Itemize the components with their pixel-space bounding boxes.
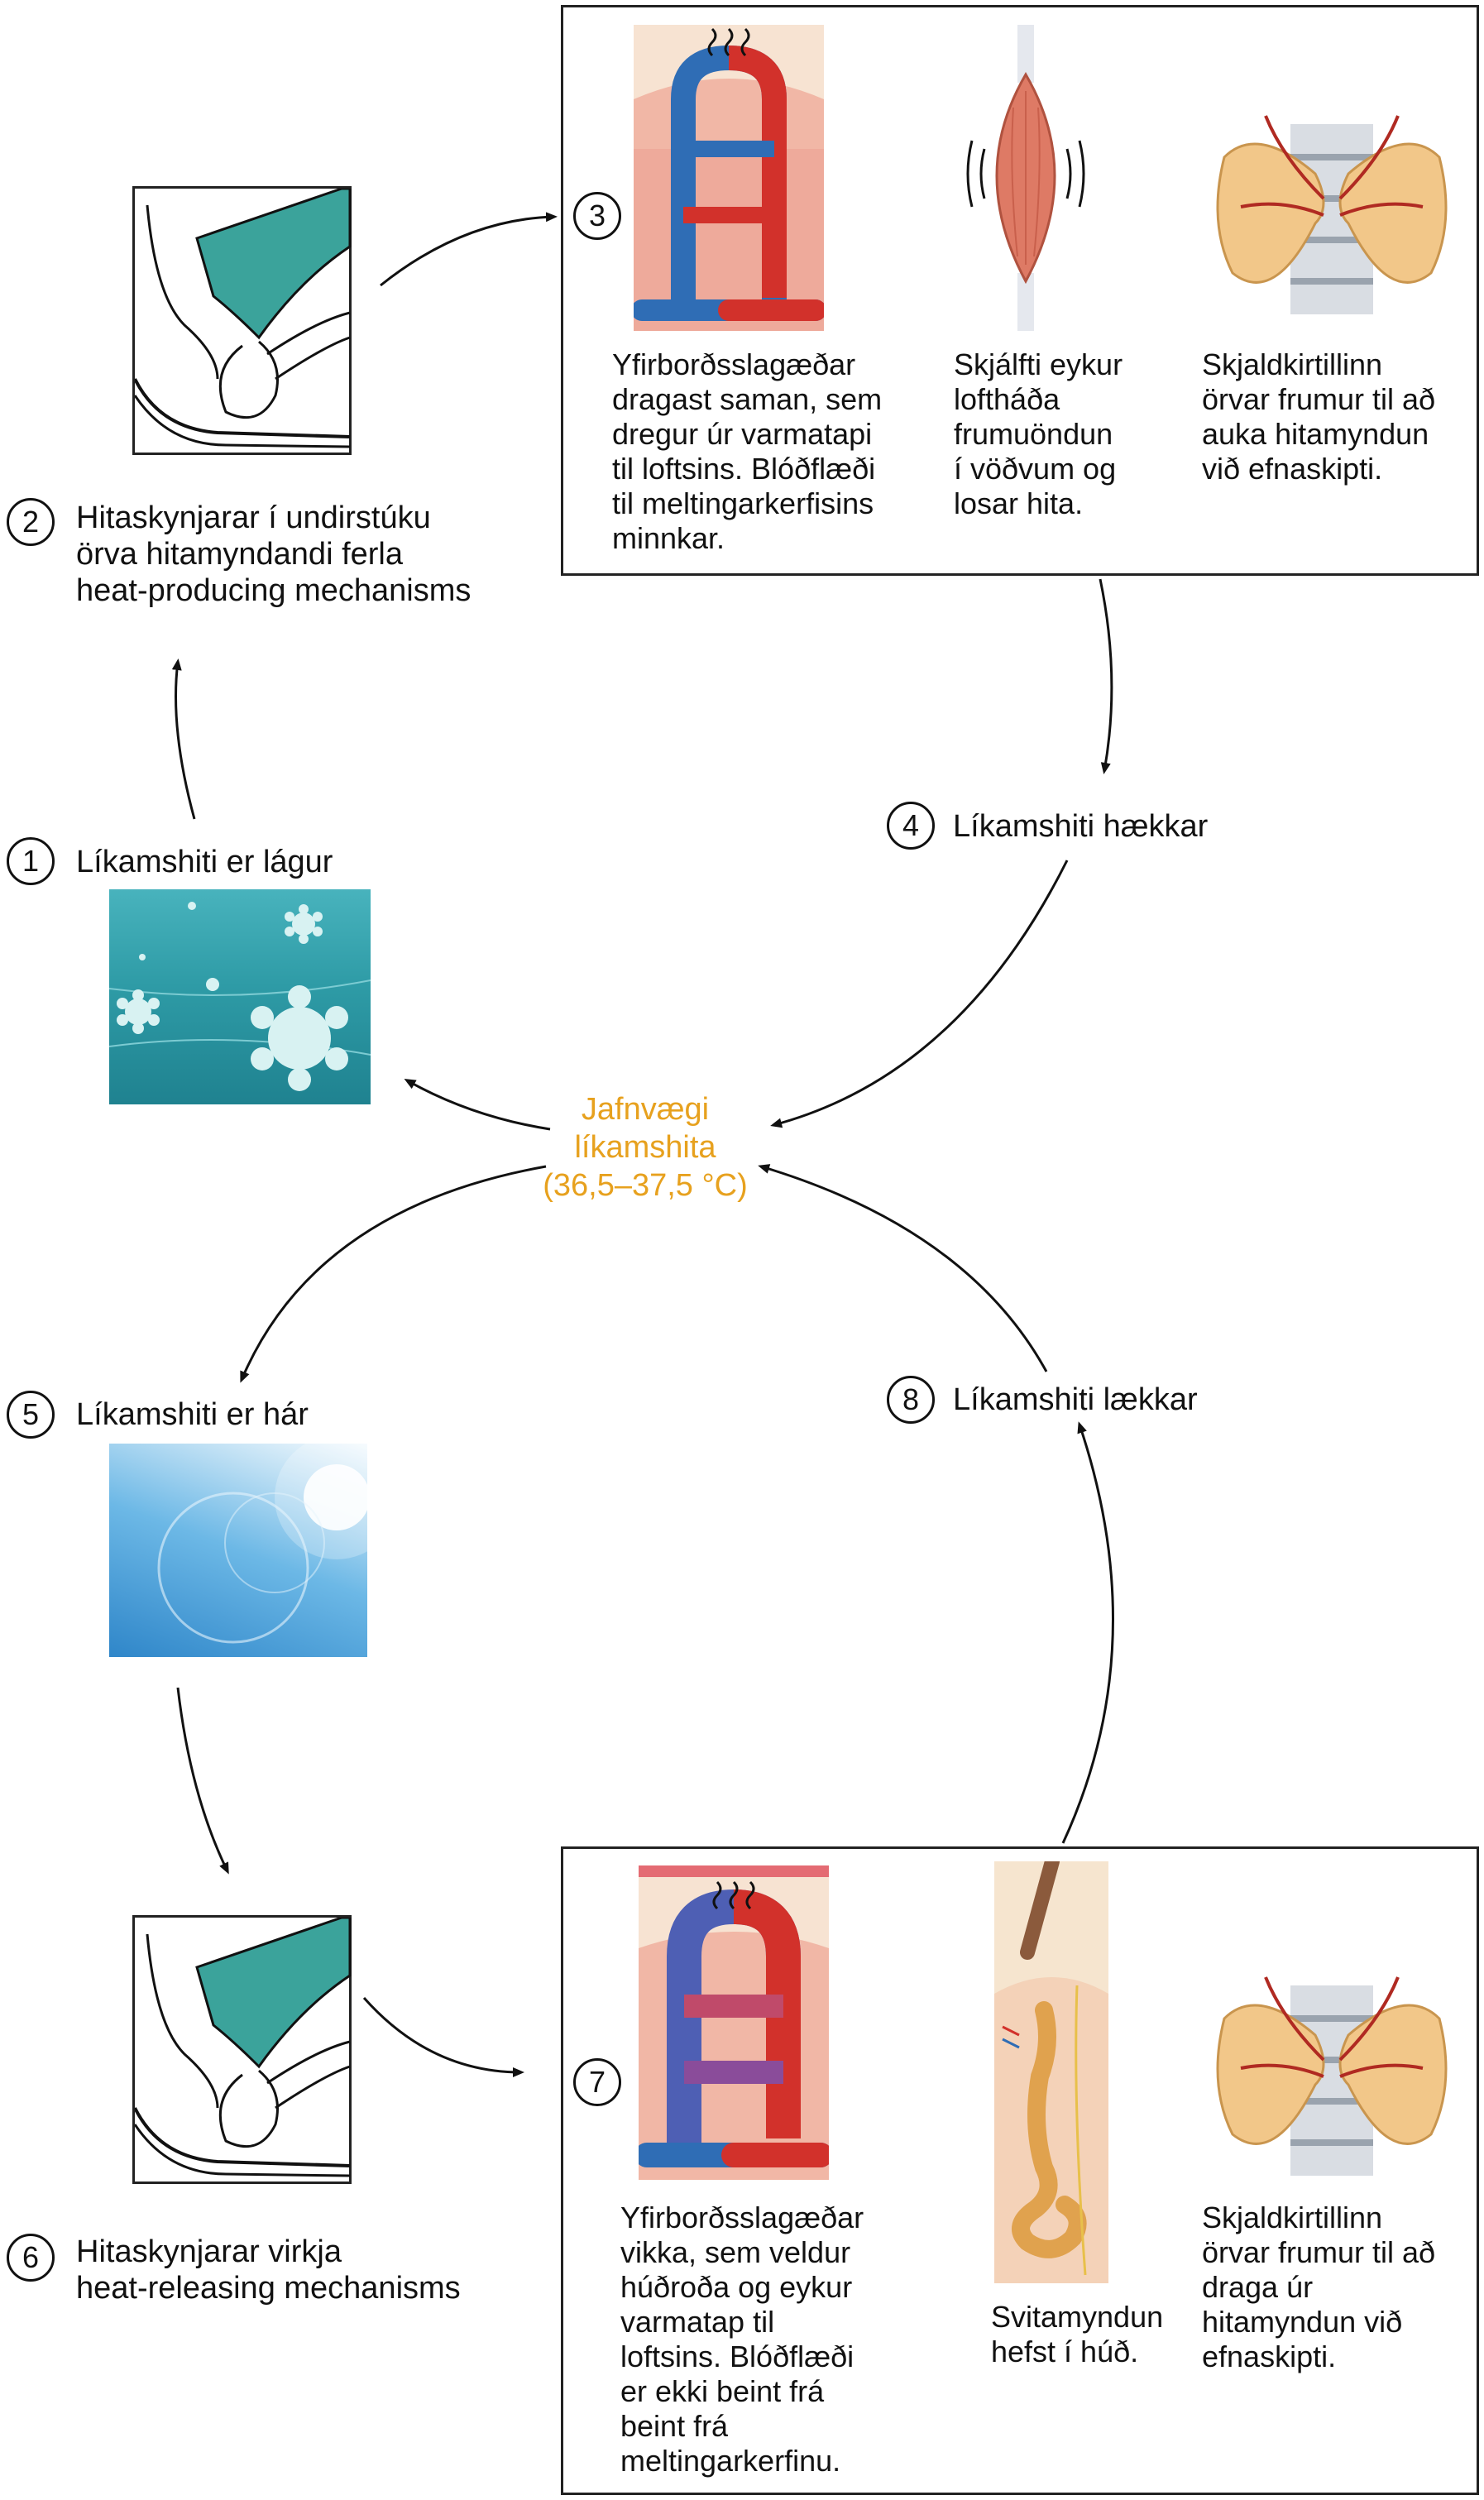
step-2-line3: heat-producing mechanisms bbox=[76, 573, 472, 608]
thyroid-icon-bottom bbox=[1208, 1969, 1456, 2184]
text-line: varmatap til bbox=[620, 2305, 775, 2339]
step-2-number: 2 bbox=[7, 498, 55, 546]
step-6-line2: heat-releasing mechanisms bbox=[76, 2271, 461, 2306]
step-4-label: Líkamshiti hækkar bbox=[953, 809, 1209, 844]
step-5-number: 5 bbox=[7, 1391, 55, 1439]
step-1-label: Líkamshiti er lágur bbox=[76, 845, 333, 879]
text-line: hefst í húð. bbox=[991, 2335, 1139, 2368]
step-3-col1-text: Yfirborðsslagæðar dragast saman, sem dre… bbox=[612, 347, 882, 556]
step-7-col2-text: Svitamyndun hefst í húð. bbox=[991, 2300, 1163, 2369]
step-2-line1: Hitaskynjarar í undirstúku bbox=[76, 500, 431, 535]
arrow-7-to-8 bbox=[1061, 1421, 1114, 1844]
text-line: örvar frumur til að bbox=[1202, 2235, 1436, 2269]
text-line: húðroða og eykur bbox=[620, 2270, 853, 2304]
sweat-gland-icon bbox=[994, 1861, 1108, 2283]
text-line: er ekki beint frá bbox=[620, 2374, 825, 2408]
text-line: efnaskipti. bbox=[1202, 2340, 1337, 2373]
homeostasis-center: Jafnvægi líkamshita (36,5–37,5 °C) bbox=[538, 1090, 753, 1205]
arrow-center-to-1 bbox=[404, 1079, 551, 1131]
arrow-center-to-5 bbox=[240, 1165, 547, 1383]
step-6-line1: Hitaskynjarar virkja bbox=[76, 2234, 342, 2269]
step-2-line2: örva hitamyndandi ferla bbox=[76, 537, 403, 572]
step-6-number: 6 bbox=[7, 2234, 55, 2282]
text-line: við efnaskipti. bbox=[1202, 452, 1383, 486]
text-line: minnkar. bbox=[612, 521, 725, 555]
text-line: loftsins. Blóðflæði bbox=[620, 2340, 854, 2373]
step-4-number: 4 bbox=[887, 802, 935, 850]
step-3-number: 3 bbox=[573, 192, 621, 240]
step-3-col3-text: Skjaldkirtillinn örvar frumur til að auk… bbox=[1202, 347, 1435, 486]
step-7-number: 7 bbox=[573, 2058, 621, 2106]
step-2-label: Hitaskynjarar í undirstúku örva hitamynd… bbox=[76, 500, 471, 609]
step-1-number: 1 bbox=[7, 837, 55, 885]
text-line: draga úr bbox=[1202, 2270, 1314, 2304]
text-line: meltingarkerfinu. bbox=[620, 2444, 841, 2478]
hypothalamus-icon-bottom bbox=[132, 1915, 352, 2184]
text-line: til meltingarkerfisins bbox=[612, 486, 874, 520]
text-line: til loftsins. Blóðflæði bbox=[612, 452, 876, 486]
shivering-muscle-icon bbox=[960, 25, 1092, 331]
sun-glare-icon bbox=[109, 1444, 367, 1657]
step-8-label: Líkamshiti lækkar bbox=[953, 1382, 1198, 1417]
text-line: auka hitamyndun bbox=[1202, 417, 1429, 451]
text-line: Skjaldkirtillinn bbox=[1202, 2201, 1383, 2234]
text-line: Svitamyndun bbox=[991, 2300, 1164, 2334]
step-8-number: 8 bbox=[887, 1376, 935, 1424]
step-7-col1-text: Yfirborðsslagæðar vikka, sem veldur húðr… bbox=[620, 2201, 864, 2478]
text-line: í vöðvum og bbox=[954, 452, 1117, 486]
vessels-dilated-icon bbox=[639, 1865, 829, 2180]
arrow-6-to-7 bbox=[362, 1997, 524, 2077]
hypothalamus-icon bbox=[132, 186, 352, 455]
text-line: Skjálfti eykur bbox=[954, 347, 1123, 381]
text-line: örvar frumur til að bbox=[1202, 382, 1436, 416]
text-line: Skjaldkirtillinn bbox=[1202, 347, 1383, 381]
center-line2: líkamshita bbox=[574, 1130, 716, 1165]
text-line: dragast saman, sem bbox=[612, 382, 883, 416]
center-line1: Jafnvægi bbox=[581, 1092, 710, 1127]
thyroid-icon-top bbox=[1208, 108, 1456, 323]
text-line: loftháða bbox=[954, 382, 1060, 416]
arrow-5-to-6 bbox=[176, 1687, 229, 1875]
arrow-8-to-center bbox=[758, 1164, 1048, 1372]
snowflakes-icon bbox=[109, 889, 371, 1104]
text-line: Yfirborðsslagæðar bbox=[620, 2201, 864, 2234]
arrow-4-to-center bbox=[770, 860, 1069, 1128]
center-line3: (36,5–37,5 °C) bbox=[543, 1168, 748, 1203]
step-7-col3-text: Skjaldkirtillinn örvar frumur til að dra… bbox=[1202, 2201, 1435, 2374]
arrow-2-to-3 bbox=[380, 212, 558, 287]
arrow-3-to-4 bbox=[1099, 578, 1113, 774]
text-line: hitamyndun við bbox=[1202, 2305, 1403, 2339]
arrow-1-to-2 bbox=[171, 659, 196, 820]
text-line: frumuöndun bbox=[954, 417, 1113, 451]
step-6-label: Hitaskynjarar virkja heat-releasing mech… bbox=[76, 2234, 461, 2306]
step-5-label: Líkamshiti er hár bbox=[76, 1397, 309, 1432]
text-line: beint frá bbox=[620, 2409, 729, 2443]
text-line: losar hita. bbox=[954, 486, 1084, 520]
text-line: Yfirborðsslagæðar bbox=[612, 347, 856, 381]
text-line: vikka, sem veldur bbox=[620, 2235, 851, 2269]
vessels-constricted-icon bbox=[634, 25, 824, 331]
text-line: dregur úr varmatapi bbox=[612, 417, 873, 451]
step-3-col2-text: Skjálfti eykur loftháða frumuöndun í vöð… bbox=[954, 347, 1123, 521]
